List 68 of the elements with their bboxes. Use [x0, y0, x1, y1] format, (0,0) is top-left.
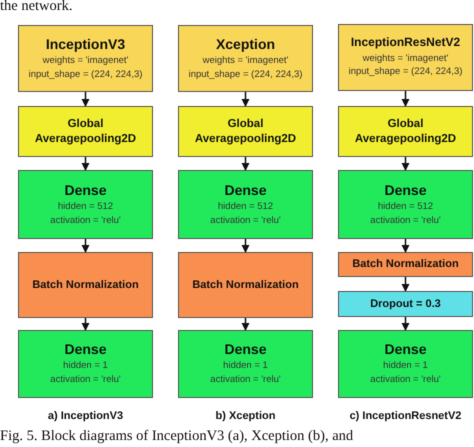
layer-name: Global Averagepooling2D	[34, 116, 138, 146]
layer-parameter: activation = 'relu'	[50, 214, 121, 228]
layer-box	[18, 252, 153, 318]
subfigure-label: b) Xception	[214, 410, 276, 422]
arrow	[82, 157, 90, 171]
layer-box	[178, 252, 313, 318]
layer-box	[338, 106, 473, 157]
subfigure-label: a) InceptionV3	[46, 410, 124, 422]
arrow	[402, 317, 410, 331]
arrow	[82, 92, 90, 107]
arrow	[402, 277, 410, 292]
arrow	[82, 239, 90, 253]
layer-parameter: input_shape = (224, 224,3)	[188, 68, 302, 82]
layer-parameter: input_shape = (224, 224,3)	[348, 65, 462, 80]
arrow	[242, 92, 250, 107]
layer-name: Dropout = 0.3	[370, 296, 441, 312]
layer-box	[18, 170, 153, 239]
layer-box	[338, 291, 473, 317]
arrow	[242, 157, 250, 171]
layer-name: Dense	[224, 341, 267, 358]
layer-parameter: activation = 'relu'	[210, 373, 281, 387]
figure-caption: Fig. 5. Block diagrams of InceptionV3 (a), Xception (b), and	[0, 428, 354, 445]
layer-box	[338, 170, 473, 239]
layer-name: Dense	[384, 341, 427, 358]
layer-name: Dense	[384, 182, 427, 198]
layer-parameter: activation = 'relu'	[50, 373, 121, 387]
layer-parameter: hidden = 1	[223, 359, 268, 374]
layer-name: Batch Normalization	[352, 257, 459, 272]
layer-parameter: activation = 'relu'	[210, 214, 281, 228]
layer-parameter: activation = 'relu'	[370, 373, 441, 387]
layer-box	[178, 106, 313, 157]
arrow	[242, 239, 250, 253]
arrow	[402, 91, 410, 107]
layer-parameter: hidden = 512	[58, 200, 114, 214]
arrow	[242, 318, 250, 331]
layer-parameter: hidden = 1	[63, 359, 108, 374]
layer-box	[338, 252, 473, 277]
layer-parameter: weights = 'imagenet'	[202, 54, 288, 68]
layer-box	[178, 330, 313, 398]
layer-box	[178, 170, 313, 239]
layer-box	[178, 25, 313, 92]
layer-name: Global Averagepooling2D	[194, 116, 298, 146]
layer-parameter: activation = 'relu'	[370, 214, 441, 228]
subfigure-label: c) InceptionResnetV2	[348, 410, 462, 422]
layer-name: Batch Normalization	[32, 278, 139, 292]
layer-parameter: hidden = 512	[218, 200, 274, 214]
layer-name: InceptionResNetV2	[350, 36, 460, 50]
arrow	[82, 318, 90, 331]
layer-name: Dense	[224, 182, 267, 198]
arrow	[402, 157, 410, 171]
layer-box	[18, 330, 153, 398]
layer-box	[18, 106, 153, 157]
body-text: the network.	[0, 0, 72, 15]
layer-parameter: weights = 'imagenet'	[362, 52, 448, 66]
layer-name: Dense	[64, 341, 107, 358]
layer-name: Dense	[64, 182, 107, 198]
layer-parameter: input_shape = (224, 224,3)	[28, 68, 142, 82]
layer-name: InceptionV3	[46, 36, 126, 52]
layer-name: Global Averagepooling2D	[354, 116, 458, 146]
arrow	[402, 239, 410, 253]
layer-box	[338, 24, 473, 91]
layer-box	[18, 25, 153, 92]
layer-name: Xception	[216, 36, 276, 52]
layer-parameter: hidden = 512	[378, 200, 434, 214]
layer-parameter: weights = 'imagenet'	[42, 54, 128, 68]
layer-name: Batch Normalization	[192, 278, 299, 292]
layer-parameter: hidden = 1	[383, 359, 428, 374]
layer-box	[338, 330, 473, 398]
